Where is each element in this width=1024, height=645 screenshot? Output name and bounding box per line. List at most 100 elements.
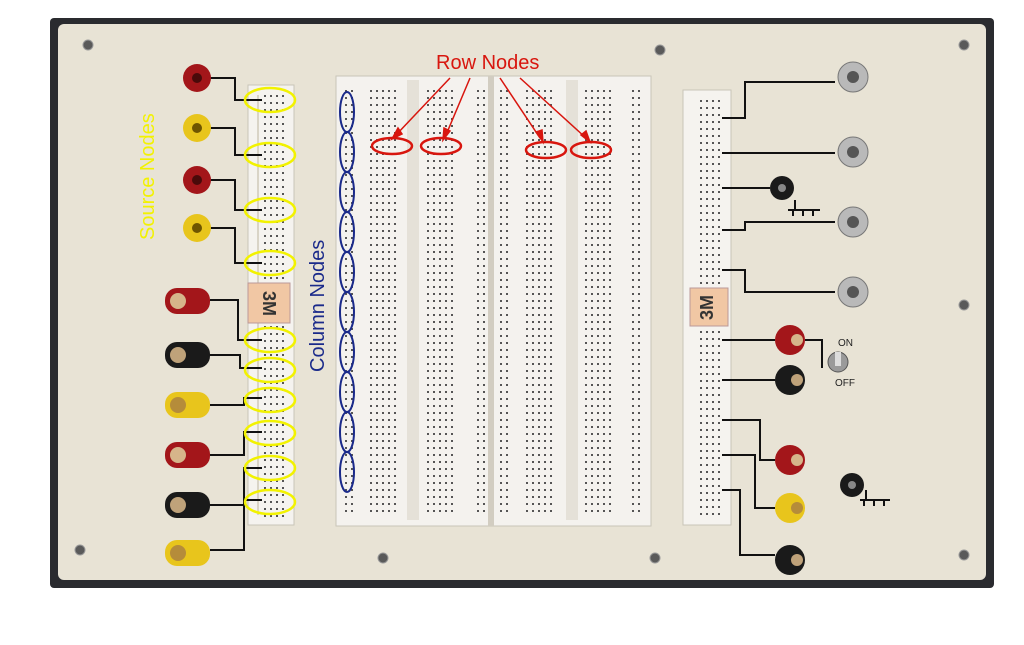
breadboard-hole [597, 258, 599, 260]
breadboard-hole [526, 489, 528, 491]
breadboard-hole [538, 244, 540, 246]
breadboard-hole [394, 510, 396, 512]
breadboard-hole [433, 482, 435, 484]
breadboard-hole [382, 300, 384, 302]
breadboard-hole [270, 123, 272, 125]
breadboard-hole [532, 258, 534, 260]
breadboard-hole [506, 97, 508, 99]
breadboard-hole [483, 468, 485, 470]
breadboard-hole [282, 375, 284, 377]
right-strip-holes [700, 100, 720, 515]
breadboard-hole [270, 186, 272, 188]
breadboard-hole [445, 118, 447, 120]
breadboard-hole [264, 242, 266, 244]
breadboard-hole [351, 146, 353, 148]
breadboard-hole [388, 426, 390, 428]
breadboard-hole [427, 461, 429, 463]
breadboard-hole [439, 328, 441, 330]
breadboard-hole [433, 300, 435, 302]
breadboard-hole [532, 496, 534, 498]
breadboard-hole [632, 209, 634, 211]
breadboard-hole [376, 216, 378, 218]
breadboard-hole [445, 279, 447, 281]
breadboard-hole [591, 461, 593, 463]
breadboard-hole [382, 475, 384, 477]
breadboard-hole [370, 293, 372, 295]
breadboard-hole [712, 457, 714, 459]
breadboard-hole [706, 128, 708, 130]
breadboard-hole [638, 370, 640, 372]
breadboard-hole [638, 195, 640, 197]
breadboard-hole [427, 251, 429, 253]
breadboard-hole [632, 216, 634, 218]
bnc-connector-icon [837, 276, 869, 308]
breadboard-hole [282, 438, 284, 440]
breadboard-hole [638, 433, 640, 435]
breadboard-hole [706, 233, 708, 235]
breadboard-hole [264, 95, 266, 97]
breadboard-hole [706, 135, 708, 137]
breadboard-hole [538, 419, 540, 421]
breadboard-hole [264, 109, 266, 111]
breadboard-hole [526, 293, 528, 295]
breadboard-hole [544, 447, 546, 449]
breadboard-hole [451, 503, 453, 505]
breadboard-hole [544, 209, 546, 211]
breadboard-hole [382, 468, 384, 470]
breadboard-hole [483, 384, 485, 386]
breadboard-hole [526, 510, 528, 512]
breadboard-hole [388, 272, 390, 274]
breadboard-hole [388, 335, 390, 337]
breadboard-hole [532, 272, 534, 274]
breadboard-hole [538, 251, 540, 253]
breadboard-hole [544, 202, 546, 204]
breadboard-hole [597, 265, 599, 267]
breadboard-hole [591, 188, 593, 190]
breadboard-hole [603, 454, 605, 456]
breadboard-hole [700, 415, 702, 417]
breadboard-hole [427, 447, 429, 449]
breadboard-hole [270, 270, 272, 272]
breadboard-hole [276, 515, 278, 517]
breadboard-hole [526, 405, 528, 407]
breadboard-hole [506, 349, 508, 351]
breadboard-hole [477, 174, 479, 176]
breadboard-hole [591, 356, 593, 358]
breadboard-hole [506, 111, 508, 113]
breadboard-hole [351, 160, 353, 162]
breadboard-hole [712, 499, 714, 501]
breadboard-hole [538, 307, 540, 309]
breadboard-hole [538, 181, 540, 183]
breadboard-hole [445, 174, 447, 176]
breadboard-hole [370, 188, 372, 190]
breadboard-hole [506, 300, 508, 302]
breadboard-hole [483, 111, 485, 113]
breadboard-hole [345, 426, 347, 428]
breadboard-hole [506, 237, 508, 239]
breadboard-hole [376, 237, 378, 239]
breadboard-hole [376, 489, 378, 491]
breadboard-hole [439, 90, 441, 92]
breadboard-hole [706, 338, 708, 340]
breadboard-hole [532, 146, 534, 148]
breadboard-hole [603, 447, 605, 449]
breadboard-hole [538, 146, 540, 148]
breadboard-hole [282, 487, 284, 489]
breadboard-hole [638, 454, 640, 456]
breadboard-hole [597, 454, 599, 456]
breadboard-hole [439, 454, 441, 456]
breadboard-hole [550, 118, 552, 120]
breadboard-hole [370, 230, 372, 232]
breadboard-hole [451, 454, 453, 456]
breadboard-hole [394, 146, 396, 148]
breadboard-hole [597, 237, 599, 239]
breadboard-hole [276, 424, 278, 426]
breadboard-hole [506, 230, 508, 232]
breadboard-hole [591, 237, 593, 239]
breadboard-hole [538, 174, 540, 176]
breadboard-hole [483, 181, 485, 183]
breadboard-hole [597, 461, 599, 463]
breadboard-hole [538, 391, 540, 393]
breadboard-hole [591, 489, 593, 491]
breadboard-hole [483, 90, 485, 92]
